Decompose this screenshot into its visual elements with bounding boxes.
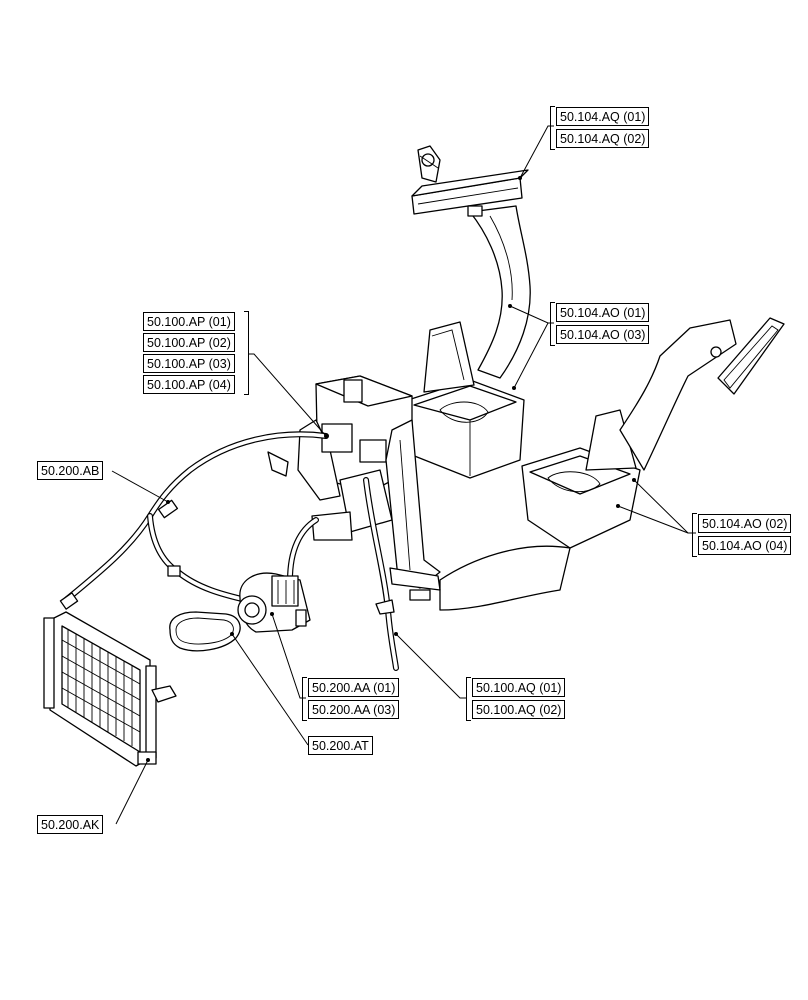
- upper-air-duct-housing: [407, 321, 525, 479]
- right-air-duct-housing: [439, 317, 785, 611]
- callout-50-104-ao-01[interactable]: 50.104.AO (01): [556, 303, 650, 322]
- callout-bracket-ao-02-04: [692, 513, 697, 557]
- callout-bracket-aq-100: [466, 677, 471, 721]
- callout-50-100-ap-03[interactable]: 50.100.AP (03): [143, 354, 235, 373]
- callout-50-100-aq-01[interactable]: 50.100.AQ (01): [472, 678, 566, 697]
- callout-50-100-ap-01[interactable]: 50.100.AP (01): [143, 312, 235, 331]
- callout-50-200-aa-01[interactable]: 50.200.AA (01): [308, 678, 400, 697]
- compressor-belt: [169, 611, 241, 652]
- condenser: [43, 611, 177, 767]
- leader-lines: [111, 125, 696, 825]
- callout-50-104-ao-03[interactable]: 50.104.AO (03): [556, 325, 650, 344]
- callout-50-200-ab[interactable]: 50.200.AB: [37, 461, 104, 480]
- hvac-center-unit: [297, 375, 441, 601]
- callout-50-200-aa-03[interactable]: 50.200.AA (03): [308, 700, 400, 719]
- callout-50-200-ak[interactable]: 50.200.AK: [37, 815, 104, 834]
- ac-compressor: [237, 572, 311, 633]
- callout-50-104-aq-01[interactable]: 50.104.AQ (01): [556, 107, 650, 126]
- callout-50-100-aq-02[interactable]: 50.100.AQ (02): [472, 700, 566, 719]
- callout-bracket-aa: [302, 677, 307, 721]
- callout-bracket-ap: [244, 311, 249, 395]
- callout-bracket-aq: [550, 106, 555, 150]
- callout-50-100-ap-02[interactable]: 50.100.AP (02): [143, 333, 235, 352]
- refrigerant-hoses: [59, 431, 399, 671]
- callout-50-200-at[interactable]: 50.200.AT: [308, 736, 373, 755]
- upper-air-filter-assembly: [411, 145, 531, 379]
- callout-bracket-ao-01-03: [550, 302, 555, 346]
- callout-50-104-aq-02[interactable]: 50.104.AQ (02): [556, 129, 650, 148]
- callout-50-100-ap-04[interactable]: 50.100.AP (04): [143, 375, 235, 394]
- callout-50-104-ao-02[interactable]: 50.104.AO (02): [698, 514, 792, 533]
- callout-50-104-ao-04[interactable]: 50.104.AO (04): [698, 536, 792, 555]
